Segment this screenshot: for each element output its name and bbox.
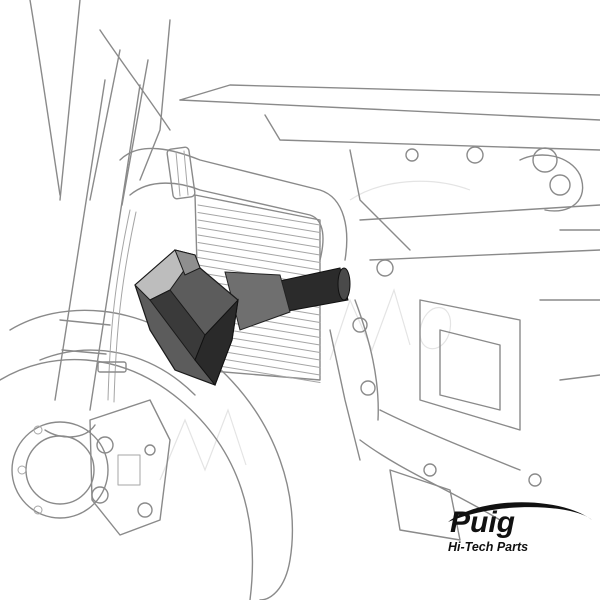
brand-name: Puig: [450, 506, 515, 539]
frame-top: [179, 84, 600, 251]
brake-caliper: [89, 399, 171, 536]
frame-slider: [134, 249, 351, 386]
brand-tagline: Hi-Tech Parts: [448, 540, 528, 554]
watermark: [159, 180, 471, 481]
front-wheel: [0, 309, 294, 600]
brake-hose: [97, 209, 137, 403]
puig-logo: Puig Hi-Tech Parts: [448, 502, 592, 554]
radiator-hose: [119, 146, 348, 261]
front-fork: [44, 0, 149, 438]
fairing: [29, 0, 171, 196]
engine-block: [329, 146, 600, 541]
